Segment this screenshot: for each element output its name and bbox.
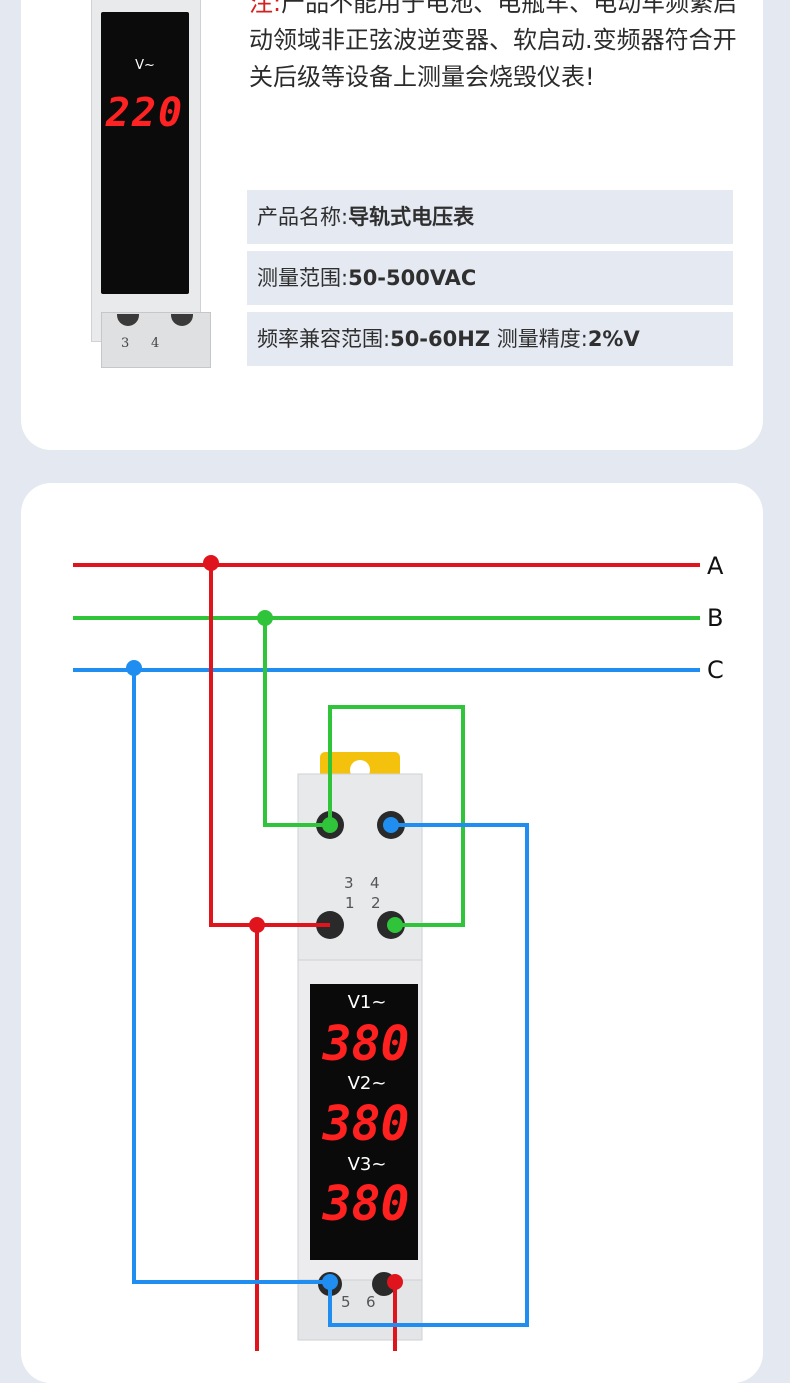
product-info-card: V~ 220 3 4 注:产品不能用于电池、电瓶车、电动车频繁启动领域非正弦波逆… bbox=[21, 0, 763, 450]
three-phase-meter: 3 4 1 2 5 6 V1~ 380 V2~ 380 V3~ 380 bbox=[297, 752, 423, 1341]
terminal-number: 6 bbox=[366, 1293, 376, 1311]
notice-text: 产品不能用于电池、电瓶车、电动车频繁启动领域非正弦波逆变器、软启动.变频器符合开… bbox=[249, 0, 738, 91]
meter-reading: 220 bbox=[105, 90, 185, 136]
wiring-lines bbox=[73, 563, 700, 1351]
terminal-number: 3 bbox=[344, 874, 354, 892]
phase-c-wire bbox=[132, 670, 330, 1284]
phase-a-wire bbox=[209, 563, 330, 927]
lower-terminal-block bbox=[297, 1279, 423, 1341]
junction-dot bbox=[387, 1274, 403, 1290]
junction-dot bbox=[249, 917, 265, 933]
spec-row-range: 测量范围:50-500VAC bbox=[247, 251, 733, 305]
terminal-screw bbox=[171, 314, 193, 326]
phase-label-b: B bbox=[707, 604, 724, 632]
spec-value: 50-500VAC bbox=[348, 266, 477, 290]
junction-dot bbox=[126, 660, 142, 676]
terminal-number: 4 bbox=[151, 336, 160, 351]
single-phase-meter-image: V~ 220 3 4 bbox=[81, 0, 211, 368]
terminal-number: 5 bbox=[341, 1293, 351, 1311]
terminal-number: 1 bbox=[345, 894, 355, 912]
terminal-number: 2 bbox=[371, 894, 381, 912]
spec-label: 频率兼容范围: bbox=[257, 327, 391, 351]
upper-terminal-block bbox=[297, 773, 423, 965]
junction-dot bbox=[383, 817, 399, 833]
display-reading: 380 bbox=[322, 1016, 410, 1072]
display-label: V3~ bbox=[348, 1154, 387, 1175]
spec-label: 测量精度: bbox=[496, 327, 588, 351]
spec-label: 产品名称: bbox=[257, 205, 349, 229]
spec-value: 2%V bbox=[587, 327, 640, 351]
meter-display-panel bbox=[310, 984, 418, 1260]
display-reading: 380 bbox=[322, 1096, 410, 1152]
meter-display-panel: V~ 220 bbox=[101, 12, 189, 294]
junction-dot bbox=[322, 817, 338, 833]
junction-dot bbox=[322, 1274, 338, 1290]
display-label: V1~ bbox=[348, 992, 387, 1013]
junction-dot bbox=[203, 555, 219, 571]
junction-dot bbox=[257, 610, 273, 626]
terminal-number: 3 bbox=[121, 336, 130, 351]
phase-c-wire bbox=[328, 823, 529, 1327]
meter-unit-label: V~ bbox=[135, 58, 155, 73]
notice-prefix: 注: bbox=[249, 0, 282, 17]
phase-b-wire bbox=[328, 705, 465, 927]
spec-label: 测量范围: bbox=[257, 266, 349, 290]
wiring-diagram: 3 4 1 2 5 6 V1~ 380 V2~ 380 V3~ 380 bbox=[73, 555, 700, 1351]
spec-value: 导轨式电压表 bbox=[348, 205, 475, 229]
wire-junctions bbox=[126, 555, 403, 1290]
junction-dot bbox=[387, 917, 403, 933]
display-reading: 380 bbox=[322, 1176, 410, 1232]
terminal-number: 4 bbox=[370, 874, 380, 892]
spec-row-frequency: 频率兼容范围:50-60HZ 测量精度:2%V bbox=[247, 312, 733, 366]
spec-value: 50-60HZ bbox=[390, 327, 491, 351]
warning-notice: 注:产品不能用于电池、电瓶车、电动车频繁启动领域非正弦波逆变器、软启动.变频器符… bbox=[249, 0, 739, 96]
spec-row-name: 产品名称:导轨式电压表 bbox=[247, 190, 733, 244]
phase-label-c: C bbox=[707, 656, 724, 684]
phase-b-wire bbox=[263, 618, 330, 827]
phase-label-a: A bbox=[707, 552, 724, 580]
terminal-screw bbox=[117, 314, 139, 326]
display-label: V2~ bbox=[348, 1073, 387, 1094]
